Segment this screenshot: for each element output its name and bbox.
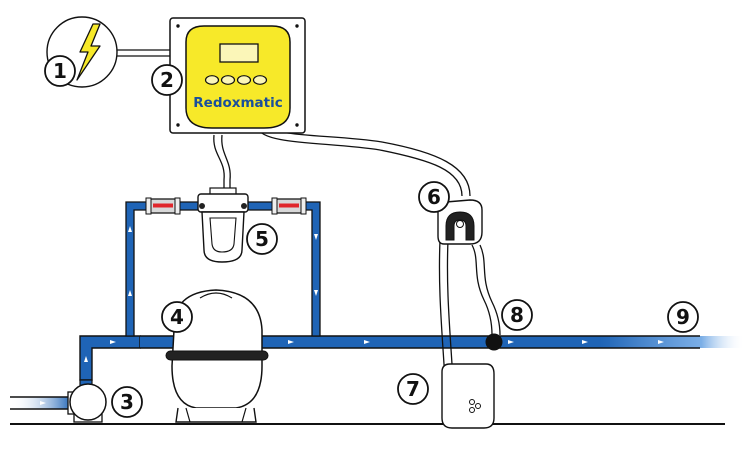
label-1-text: 1 xyxy=(53,59,67,83)
flow-arrow xyxy=(110,340,116,344)
label-5-text: 5 xyxy=(255,227,269,251)
suction-hose xyxy=(438,239,446,381)
filter-tank xyxy=(171,289,263,409)
flow-arrow xyxy=(314,290,318,296)
label-9: 9 xyxy=(667,301,699,333)
valve-right xyxy=(271,197,307,215)
label-6-text: 6 xyxy=(427,185,441,209)
pool-return-pipe xyxy=(600,336,745,348)
measuring-cell xyxy=(197,187,249,263)
injection-point xyxy=(485,333,503,351)
flow-arrow xyxy=(582,340,588,344)
control-cable xyxy=(257,127,463,197)
probe-cable xyxy=(213,134,225,190)
discharge-hose xyxy=(471,244,493,336)
circulation-pump xyxy=(67,379,107,423)
controller-button xyxy=(220,75,236,85)
controller-brand: Redoxmatic xyxy=(193,95,282,111)
label-7-text: 7 xyxy=(406,377,420,401)
controller-unit: Redoxmatic xyxy=(169,17,306,134)
pipe-network xyxy=(10,197,745,410)
cell-head xyxy=(197,193,249,213)
pump-housing xyxy=(69,383,107,421)
number-labels: 1 2 3 4 5 6 7 8 xyxy=(44,55,699,418)
label-9-text: 9 xyxy=(676,305,690,329)
flow-arrow xyxy=(658,340,664,344)
controller-button xyxy=(236,75,252,85)
label-4-text: 4 xyxy=(170,305,184,329)
label-8-text: 8 xyxy=(510,303,524,327)
label-6: 6 xyxy=(418,181,450,213)
dosing-pump xyxy=(437,199,483,245)
flow-arrow xyxy=(288,340,294,344)
label-8: 8 xyxy=(501,299,533,331)
flow-arrow xyxy=(128,226,132,232)
flow-arrow xyxy=(508,340,514,344)
label-2-text: 2 xyxy=(160,68,174,92)
valve-left xyxy=(145,197,181,215)
controller-button xyxy=(252,75,268,85)
sand-filter xyxy=(165,289,269,423)
controller-button xyxy=(204,75,220,85)
label-3: 3 xyxy=(111,386,143,418)
label-2: 2 xyxy=(151,64,183,96)
flow-arrows xyxy=(40,226,664,405)
label-4: 4 xyxy=(161,301,193,333)
chemical-canister xyxy=(441,363,495,429)
label-7: 7 xyxy=(397,373,429,405)
label-3-text: 3 xyxy=(120,390,134,414)
dosing-pump-rotor xyxy=(445,211,475,241)
flow-arrow xyxy=(314,234,318,240)
flow-arrow xyxy=(128,290,132,296)
label-1: 1 xyxy=(44,55,76,87)
flow-arrow xyxy=(84,356,88,362)
controller-display xyxy=(219,43,259,63)
controller-body xyxy=(185,25,291,129)
canister-body xyxy=(441,363,495,429)
bypass-loop-pipe xyxy=(125,201,321,337)
lightning-bolt-icon xyxy=(76,23,101,81)
flow-arrow xyxy=(364,340,370,344)
label-5: 5 xyxy=(246,223,278,255)
filter-band xyxy=(165,350,269,361)
flow-arrow xyxy=(40,401,46,405)
